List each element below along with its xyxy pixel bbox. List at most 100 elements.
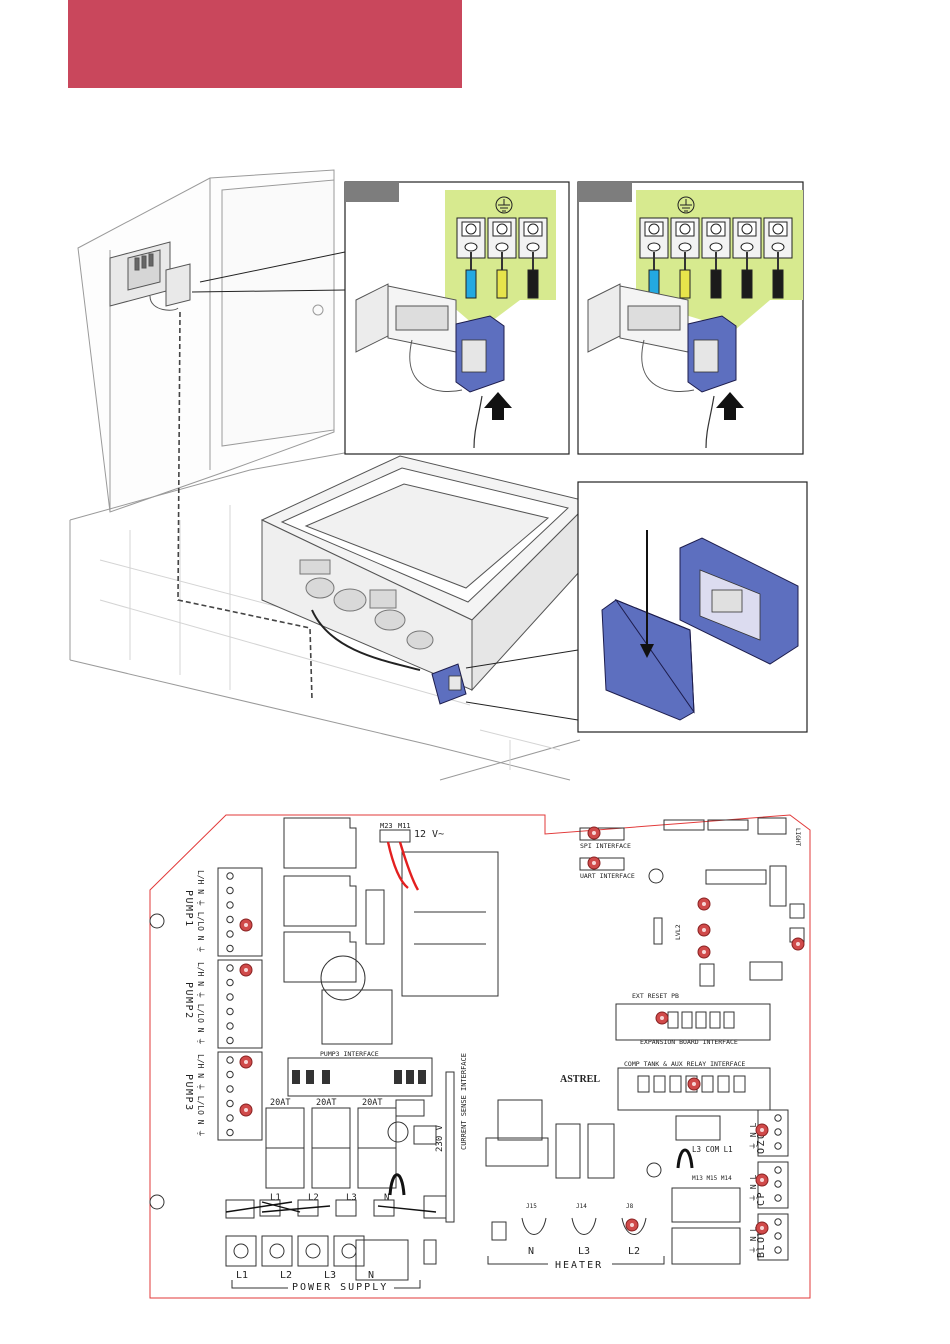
light-label: LIGHT xyxy=(794,828,801,846)
accessory-terms-label: ⏚ N L xyxy=(749,1123,758,1150)
terminal-point xyxy=(226,901,234,909)
terminal-screw xyxy=(461,221,481,237)
junction-box xyxy=(455,315,505,393)
screw-head xyxy=(496,223,508,235)
screw-head xyxy=(527,223,539,235)
interface-pin xyxy=(695,1011,707,1029)
up-arrow-icon xyxy=(716,392,744,420)
terminal-screw xyxy=(737,221,757,237)
circuit-board: M23 M11 12 V~ SPI INTERFACE UART INTERFA… xyxy=(149,814,811,1299)
terminal-hole xyxy=(464,242,478,252)
terminal-point xyxy=(226,964,234,972)
interface-pin xyxy=(681,1011,693,1029)
power-top-terminal xyxy=(335,1199,357,1217)
terminal-point xyxy=(774,1128,782,1136)
interface-pin xyxy=(669,1075,682,1093)
interface-pin xyxy=(717,1075,730,1093)
junction-box-small xyxy=(431,663,467,705)
red-button-center xyxy=(630,1223,634,1227)
red-button-center xyxy=(760,1128,764,1132)
power-term-label: L2 xyxy=(280,1270,292,1281)
ground-icon xyxy=(495,196,513,214)
lvl-label: LVL2 xyxy=(674,924,682,940)
wire xyxy=(741,269,753,299)
interface-pins xyxy=(637,1011,746,1093)
terminal-point xyxy=(226,1036,234,1045)
ground-terminal xyxy=(225,1199,255,1219)
arrow-line xyxy=(225,1201,293,1213)
callout-line xyxy=(465,649,579,669)
interface-pin xyxy=(723,1011,735,1029)
heater-term-label: L2 xyxy=(628,1246,640,1257)
terminal-point xyxy=(226,1085,234,1093)
pump-name-label: PUMP3 xyxy=(183,1074,194,1112)
expansion-interface-label: EXPANSION BOARD INTERFACE xyxy=(640,1038,738,1046)
terminal-point xyxy=(226,993,234,1001)
screw-head xyxy=(772,223,784,235)
pump-terms-label: L/H N ⏚ L/LO N ⏚ xyxy=(196,1054,205,1137)
power-terminal xyxy=(297,1235,329,1267)
power-terminal xyxy=(333,1235,365,1267)
terminal-point xyxy=(774,1180,782,1188)
terminal-point xyxy=(774,1114,782,1122)
comp-tank-label: COMP TANK & AUX RELAY INTERFACE xyxy=(624,1060,745,1068)
power-top-label: L3 xyxy=(346,1193,357,1203)
heater-j-label: J8 xyxy=(626,1203,634,1210)
terminal-screw xyxy=(644,221,664,237)
screw-head xyxy=(741,223,753,235)
power-terminal xyxy=(261,1235,293,1267)
pump-terminal-block xyxy=(217,867,263,957)
power-supply-label: POWER SUPPLY xyxy=(292,1282,388,1293)
heater-label: HEATER xyxy=(555,1260,603,1271)
pump3-interface-label: PUMP3 INTERFACE xyxy=(320,1050,379,1058)
terminal-point xyxy=(774,1194,782,1202)
power-term-label: L3 xyxy=(324,1270,336,1281)
terminal-point xyxy=(226,944,234,953)
screw-head xyxy=(710,223,722,235)
red-buttons xyxy=(239,826,805,1235)
terminal-screw xyxy=(675,221,695,237)
interface-pin xyxy=(653,1075,666,1093)
power-term-label: N xyxy=(368,1270,374,1281)
terminal-point xyxy=(226,1099,234,1108)
terminal-hole xyxy=(740,242,754,252)
detail-panel-closing xyxy=(577,481,808,733)
m11-label: M11 xyxy=(398,822,411,830)
wire xyxy=(710,269,722,299)
ext-reset-label: EXT RESET PB xyxy=(632,992,679,1000)
screw-head xyxy=(679,223,691,235)
arrow-line xyxy=(261,1201,301,1213)
cable-route xyxy=(177,311,313,701)
wall-panel xyxy=(109,241,191,311)
terminal-point xyxy=(774,1142,782,1150)
callout-line xyxy=(199,251,346,283)
terminal-point xyxy=(226,1070,234,1079)
red-button-center xyxy=(244,923,248,927)
terminal-hole xyxy=(495,242,509,252)
power-top-label: L2 xyxy=(308,1193,319,1203)
l3-com-l1-label: L3 COM L1 xyxy=(692,1145,733,1154)
red-button-center xyxy=(760,1226,764,1230)
red-button-center xyxy=(702,950,706,954)
power-top-label: N xyxy=(384,1193,389,1203)
accessory-terms-label: ⏚ N L xyxy=(749,1175,758,1202)
terminal-point xyxy=(774,1218,782,1226)
callout-line xyxy=(191,289,346,293)
terminal-point xyxy=(226,1114,234,1122)
red-button-center xyxy=(592,861,596,865)
accessory-terminal-block xyxy=(757,1213,789,1261)
pump-name-label: PUMP2 xyxy=(183,982,194,1020)
230v-label: 230 V xyxy=(435,1124,445,1152)
red-button-center xyxy=(702,928,706,932)
red-button-center xyxy=(244,1108,248,1112)
red-button-center xyxy=(244,1060,248,1064)
spi-interface-label: SPI INTERFACE xyxy=(580,842,631,850)
detail-panel-single-phase xyxy=(344,181,570,455)
red-button-center xyxy=(244,968,248,972)
accessory-name-label: CP xyxy=(756,1191,767,1206)
spa-tub xyxy=(260,455,591,692)
pump-terms-label: L/H N ⏚ L/LO N ⏚ xyxy=(196,870,205,953)
